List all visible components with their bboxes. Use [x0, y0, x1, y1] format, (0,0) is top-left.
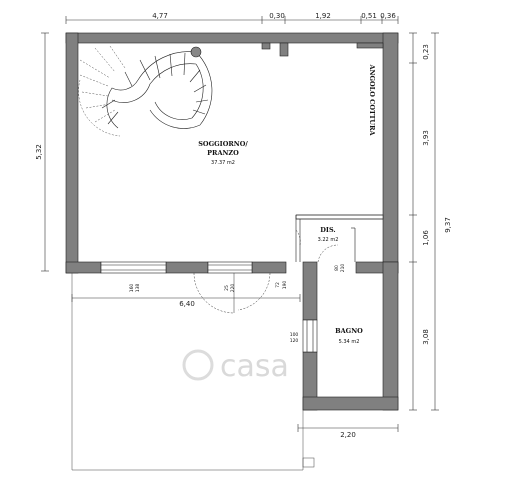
dim-bottom-bath: 2,20 [340, 431, 356, 439]
dim-bottom-porch: 6,40 [179, 300, 195, 308]
dim-top-2: 0,30 [269, 12, 285, 20]
d-dis-label-top: 80 [334, 265, 340, 271]
room-bath-area: 5.34 m2 [339, 339, 360, 345]
dim-right-3: 1,06 [422, 230, 430, 246]
porch-outline [71, 273, 315, 471]
dim-right-1: 0,23 [422, 44, 430, 60]
room-living-name-1: SOGGIORNO/ [198, 140, 248, 148]
room-hall-area: 3.22 m2 [318, 237, 339, 243]
room-hall-name: DIS. [320, 226, 335, 234]
dim-right-2: 3,93 [422, 130, 430, 146]
dim-top-1: 4,77 [152, 12, 168, 20]
room-living-name-2: PRANZO [207, 149, 239, 157]
room-kitchen-name: ANGOLO COTTURA [368, 63, 376, 136]
w1-label-top: 160 [129, 284, 135, 293]
watermark-text: casa [220, 349, 289, 384]
inner-outlines [295, 214, 383, 262]
room-bath-name: BAGNO [335, 327, 363, 335]
windows [100, 261, 318, 353]
w-bath-label-bottom: 120 [290, 338, 299, 344]
w3-label-bottom: 190 [282, 281, 288, 290]
room-labels: SOGGIORNO/ PRANZO 37.37 m2 ANGOLO COTTUR… [198, 63, 376, 345]
watermark-logo-icon [182, 349, 214, 381]
opening-labels: 160 138 25 220 72 190 80 210 100 120 [129, 264, 346, 344]
dimension-labels: 4,77 0,30 1,92 0,51 0,36 5,32 0,23 3,93 … [35, 12, 452, 439]
dim-left: 5,32 [35, 144, 43, 160]
dim-right-total: 9,37 [444, 217, 452, 233]
w-bath-label-top: 100 [290, 332, 299, 338]
watermark: casa [182, 349, 289, 384]
w2-label-top: 25 [224, 285, 230, 291]
staircase-lower-dashed [78, 45, 126, 137]
w3-label-top: 72 [275, 282, 281, 288]
dim-top-3: 1,92 [315, 12, 331, 20]
dimension-lines [41, 16, 439, 432]
dim-top-4: 0,51 [361, 12, 377, 20]
d-dis-label-bottom: 210 [340, 264, 346, 273]
spiral-staircase [101, 46, 213, 129]
walls [65, 32, 399, 411]
room-living-area: 37.37 m2 [211, 160, 235, 166]
dim-top-5: 0,36 [380, 12, 396, 20]
w2-label-bottom: 220 [230, 284, 236, 293]
w1-label-bottom: 138 [135, 284, 141, 293]
dim-right-4: 3,08 [422, 329, 430, 345]
door-swings [193, 229, 339, 314]
